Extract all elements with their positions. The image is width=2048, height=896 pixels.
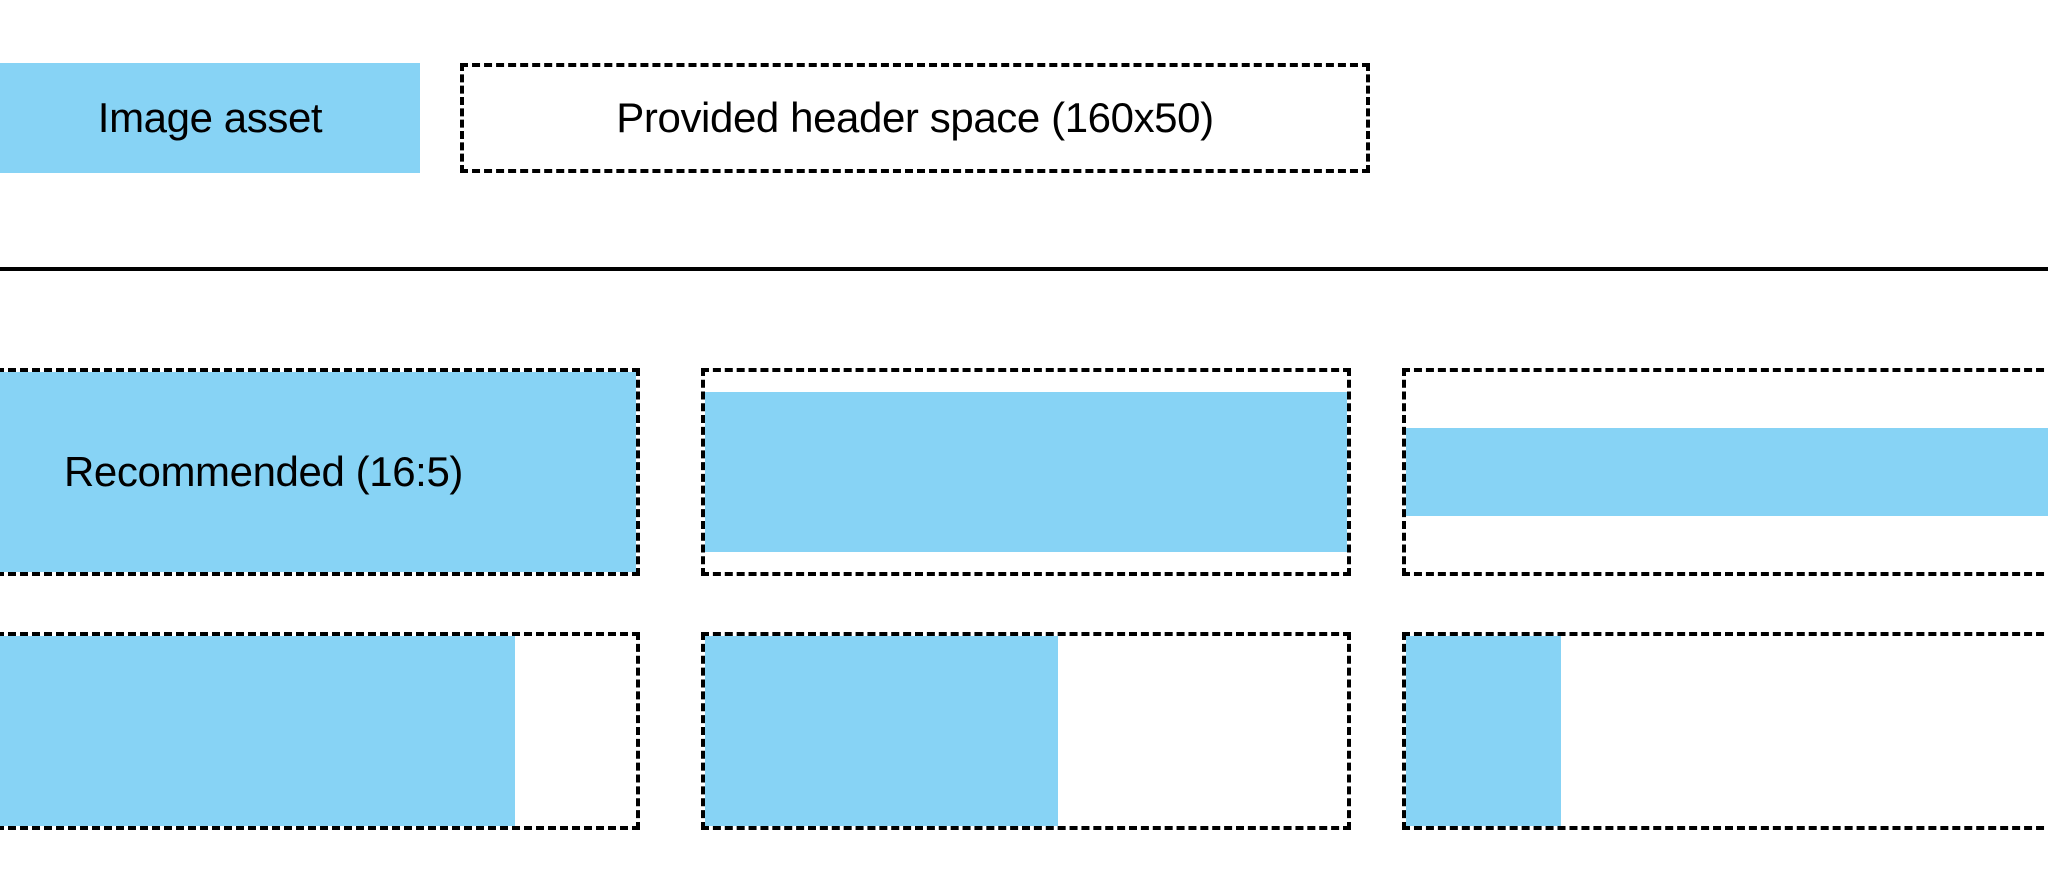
asset-fill xyxy=(1406,636,1562,826)
image-asset-label: Image asset xyxy=(97,94,323,141)
header-legend-row: Image asset Provided header space (160x5… xyxy=(0,63,2048,173)
aspect-cell-row1-col3 xyxy=(1402,368,2048,576)
aspect-cell-label-recommended: Recommended (16:5) xyxy=(64,448,463,495)
asset-fill xyxy=(1406,428,2048,516)
aspect-cell-row2-col2 xyxy=(701,632,1351,830)
image-asset-swatch: Image asset xyxy=(0,63,420,173)
aspect-cell-row1-col1: Recommended (16:5) xyxy=(0,368,640,576)
aspect-cell-row2-col3 xyxy=(1402,632,2048,830)
provided-header-space-label: Provided header space (160x50) xyxy=(616,94,1214,141)
asset-fill xyxy=(705,392,1347,552)
provided-header-space-box: Provided header space (160x50) xyxy=(460,63,1370,173)
aspect-cell-row2-col1 xyxy=(0,632,640,830)
asset-fill xyxy=(0,372,636,572)
asset-fill xyxy=(705,636,1059,826)
aspect-cell-row1-col2 xyxy=(701,368,1351,576)
asset-fill xyxy=(0,636,516,826)
section-divider xyxy=(0,267,2048,271)
aspect-ratio-grid: Recommended (16:5) xyxy=(0,368,2048,830)
